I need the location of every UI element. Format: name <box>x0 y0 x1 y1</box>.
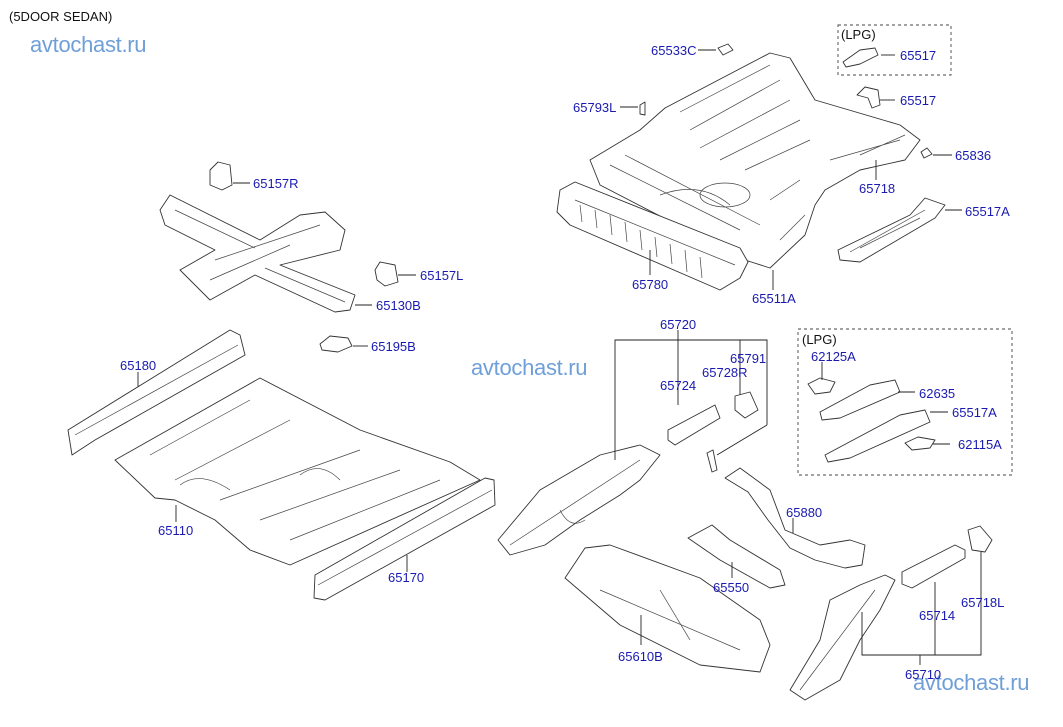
part-label-65130B[interactable]: 65130B <box>376 298 421 313</box>
part-label-65791[interactable]: 65791 <box>730 351 767 366</box>
part-label-65511A[interactable]: 65511A <box>752 291 796 306</box>
part-label-65714[interactable]: 65714 <box>919 608 956 623</box>
part-label-65157R[interactable]: 65157R <box>253 176 299 191</box>
part-label-65517[interactable]: 65517 <box>900 48 937 63</box>
part-65533C-drawing <box>717 43 734 56</box>
part-65550-drawing <box>687 524 786 589</box>
part-label-65533C[interactable]: 65533C <box>651 43 697 58</box>
lpg-group-label: (LPG) <box>841 27 876 42</box>
part-label-65793L[interactable]: 65793L <box>573 100 617 115</box>
part-label-65710[interactable]: 65710 <box>905 667 942 682</box>
part-65791-drawing <box>706 449 718 473</box>
part-label-65180[interactable]: 65180 <box>120 358 157 373</box>
part-65517A-top-drawing <box>837 197 946 263</box>
part-label-65728R[interactable]: 65728R <box>702 365 748 380</box>
part-65720-drawing <box>497 444 661 556</box>
part-label-62635[interactable]: 62635 <box>919 386 956 401</box>
part-label-65724[interactable]: 65724 <box>660 378 697 393</box>
watermark: avtochast.ru <box>913 670 1030 695</box>
part-65710-drawing <box>789 574 896 701</box>
part-65517A-lpg-drawing <box>824 409 931 463</box>
part-65195B-drawing <box>319 335 353 353</box>
part-label-65880[interactable]: 65880 <box>786 505 823 520</box>
part-label-65170[interactable]: 65170 <box>388 570 425 585</box>
part-65517-lpg-drawing <box>842 47 879 68</box>
part-65610B-drawing <box>564 544 771 673</box>
watermark: avtochast.ru <box>30 32 147 57</box>
part-65714-drawing <box>901 544 966 589</box>
part-label-65720[interactable]: 65720 <box>660 317 697 332</box>
part-label-65718L[interactable]: 65718L <box>961 595 1005 610</box>
part-label-65517A[interactable]: 65517A <box>965 204 1010 219</box>
part-65793L-drawing <box>639 101 646 116</box>
part-65157L-drawing <box>374 261 399 287</box>
lpg-box-top <box>837 24 952 76</box>
part-65517-drawing <box>856 86 881 109</box>
part-62125A-drawing <box>807 377 836 395</box>
part-label-65517[interactable]: 65517 <box>900 93 937 108</box>
part-65511A-drawing <box>589 52 921 269</box>
part-label-65517A[interactable]: 65517A <box>952 405 997 420</box>
part-65180-drawing <box>67 329 246 456</box>
part-65724-drawing <box>667 404 721 446</box>
part-label-65610B[interactable]: 65610B <box>618 649 663 664</box>
part-65836-drawing <box>920 147 933 159</box>
part-65110-drawing <box>114 377 481 566</box>
part-label-62115A[interactable]: 62115A <box>958 437 1002 452</box>
leader-lines <box>137 49 982 665</box>
part-label-65195B[interactable]: 65195B <box>371 339 416 354</box>
part-65880-drawing <box>724 467 866 569</box>
part-65728R-drawing <box>734 391 759 419</box>
part-65157R-drawing <box>209 161 233 191</box>
part-label-65780[interactable]: 65780 <box>632 277 669 292</box>
part-label-65110[interactable]: 65110 <box>158 523 194 538</box>
part-62115A-drawing <box>904 436 936 451</box>
part-65130B-drawing <box>159 194 356 313</box>
diagram-title: (5DOOR SEDAN) <box>9 9 113 24</box>
part-label-62125A[interactable]: 62125A <box>811 349 856 364</box>
watermark: avtochast.ru <box>471 355 588 380</box>
part-label-65836[interactable]: 65836 <box>955 148 992 163</box>
part-65170-drawing <box>313 477 496 601</box>
lpg-group-label: (LPG) <box>802 332 837 347</box>
part-65780-drawing <box>556 181 749 291</box>
part-65718L-drawing <box>967 525 993 553</box>
part-label-65718[interactable]: 65718 <box>859 181 896 196</box>
part-label-65550[interactable]: 65550 <box>713 580 750 595</box>
part-label-65157L[interactable]: 65157L <box>420 268 464 283</box>
